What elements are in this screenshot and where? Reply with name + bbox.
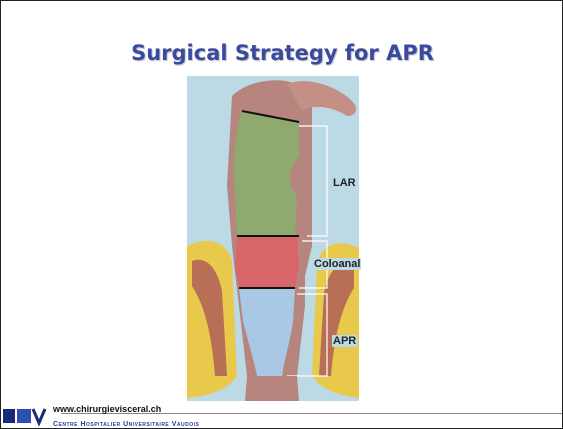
coloanal-segment bbox=[235, 236, 299, 288]
slide-title: Surgical Strategy for APR bbox=[1, 41, 563, 65]
footer-url[interactable]: www.chirurgievisceral.ch bbox=[53, 404, 161, 414]
label-lar: LAR bbox=[332, 177, 357, 189]
anatomy-figure: LAR Coloanal APR bbox=[187, 76, 359, 401]
label-coloanal: Coloanal bbox=[313, 258, 361, 270]
lar-segment bbox=[234, 111, 299, 236]
anal-canal bbox=[245, 376, 299, 401]
rectum-illustration bbox=[187, 76, 359, 401]
label-apr: APR bbox=[332, 335, 357, 347]
chuv-logo bbox=[3, 405, 51, 427]
footer-institution: Centre Hospitalier Universitaire Vaudois bbox=[53, 421, 199, 428]
